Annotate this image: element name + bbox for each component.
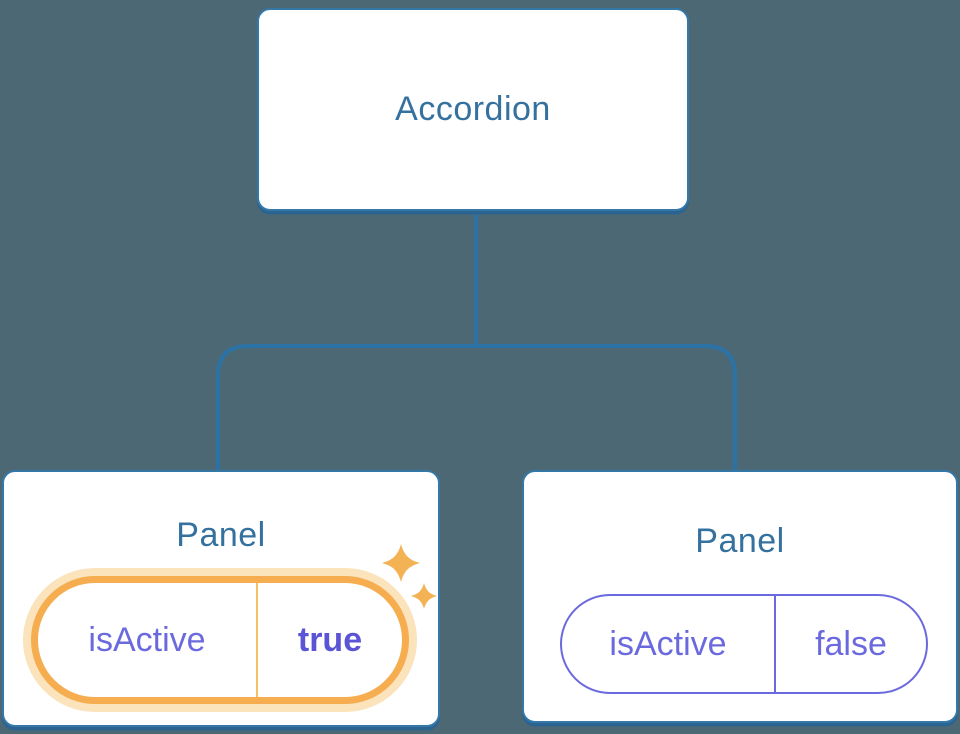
panel-node-label: Panel [176, 516, 266, 554]
accordion-node: Accordion [257, 8, 689, 211]
pill-divider [256, 583, 258, 697]
sparkles-icon [382, 544, 437, 609]
panel-node-inactive: Panel isActive false [522, 470, 958, 723]
pill-divider [774, 596, 776, 692]
accordion-node-label: Accordion [395, 90, 551, 128]
prop-pill-inactive: isActive false [560, 594, 928, 694]
prop-value-label: false [815, 624, 887, 663]
panel-node-active: Panel isActive true [2, 470, 440, 727]
prop-pill-active: isActive true [31, 576, 409, 704]
prop-value-label: true [297, 620, 363, 659]
prop-name-label: isActive [609, 624, 727, 663]
connector-branch [216, 344, 737, 470]
prop-name-label: isActive [88, 620, 206, 659]
panel-node-label: Panel [695, 522, 785, 560]
